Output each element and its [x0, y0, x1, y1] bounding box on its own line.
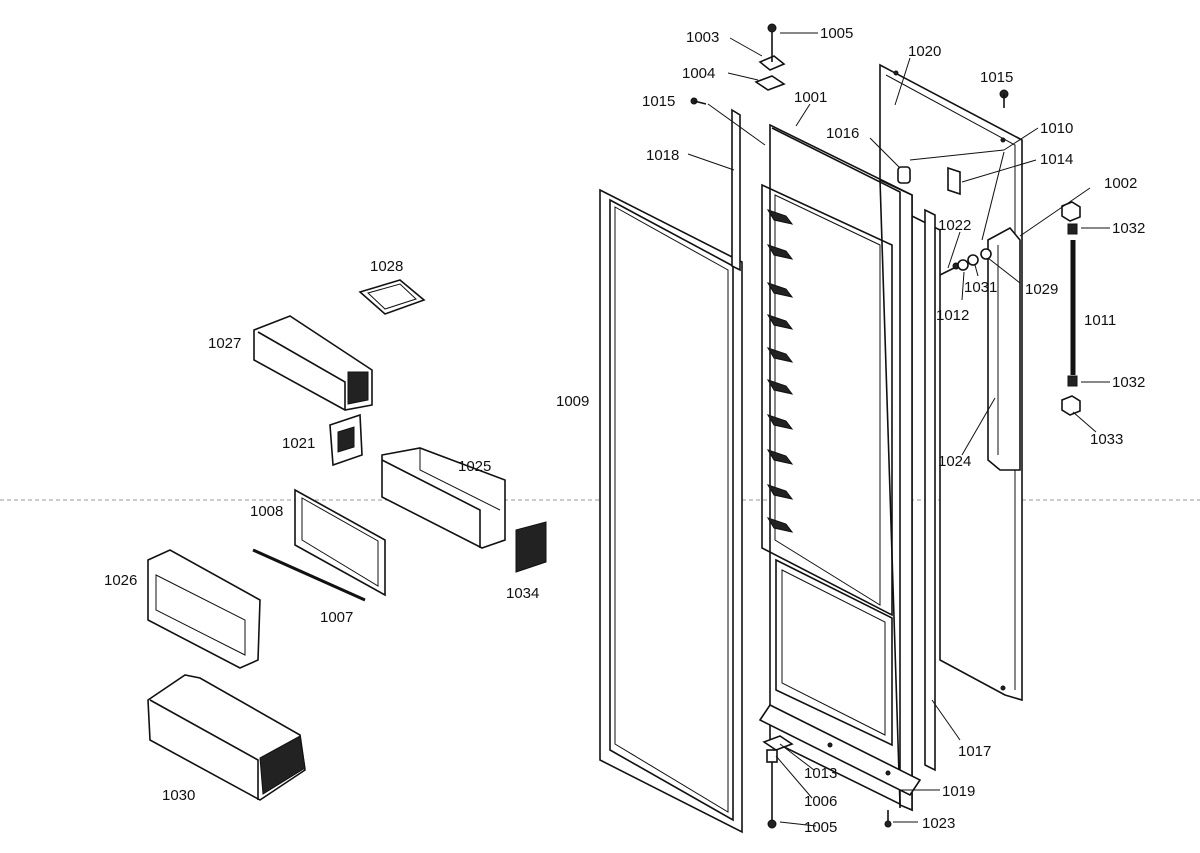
part-1017-side-trim	[924, 208, 936, 772]
label-1021: 1021	[282, 435, 315, 452]
label-1027: 1027	[208, 335, 241, 352]
part-1023-screw	[884, 810, 892, 828]
label-1006: 1006	[804, 793, 837, 810]
part-1008-frame	[294, 488, 386, 597]
label-1004: 1004	[682, 65, 715, 82]
label-1015-left: 1015	[642, 93, 675, 110]
label-1032-top: 1032	[1112, 220, 1145, 237]
part-1033-cap	[1061, 395, 1081, 416]
label-1028: 1028	[370, 258, 403, 275]
part-1019-bottom-bracket	[758, 703, 922, 797]
label-1011: 1011	[1084, 312, 1116, 329]
part-1006-hinge-pin	[766, 749, 778, 763]
label-1017: 1017	[958, 743, 991, 760]
label-1007: 1007	[320, 609, 353, 626]
part-1027-door-bin	[253, 315, 373, 411]
shelf-supports	[766, 209, 794, 533]
label-1016: 1016	[826, 125, 859, 142]
part-1025-box	[381, 447, 506, 549]
label-1005-top: 1005	[820, 25, 853, 42]
label-1029: 1029	[1025, 281, 1058, 298]
label-1030: 1030	[162, 787, 195, 804]
part-1026-drawer-front	[147, 549, 261, 669]
label-1003: 1003	[686, 29, 719, 46]
part-1018-side-strip	[731, 108, 741, 272]
part-1009-gasket-frame	[599, 188, 743, 834]
label-1023: 1023	[922, 815, 955, 832]
part-1001-door-liner	[761, 123, 913, 812]
part-1032-spring-top	[1067, 223, 1078, 235]
label-1014: 1014	[1040, 151, 1073, 168]
part-1024-hinge-rail	[987, 226, 1021, 471]
label-1008: 1008	[250, 503, 283, 520]
part-1015-screw-right	[999, 89, 1009, 108]
label-1005-bottom: 1005	[804, 819, 837, 836]
part-labels: 1003 1004 1005 1015 1001 1020 1015 1018 …	[104, 25, 1145, 836]
label-1010: 1010	[1040, 120, 1073, 137]
part-1002-cap	[1061, 201, 1081, 222]
label-1032-bottom: 1032	[1112, 374, 1145, 391]
label-1013: 1013	[804, 765, 837, 782]
label-1025: 1025	[458, 458, 491, 475]
label-1020: 1020	[908, 43, 941, 60]
label-1001: 1001	[794, 89, 827, 106]
part-1032-spring-bottom	[1067, 375, 1078, 387]
part-1003-top-hinge	[758, 23, 786, 71]
label-1033: 1033	[1090, 431, 1123, 448]
part-1030-large-bin	[147, 674, 306, 801]
label-1018: 1018	[646, 147, 679, 164]
part-1015-screw-left	[690, 97, 707, 105]
part-1004-washer	[754, 75, 786, 91]
part-1012-1031-1029-washers	[957, 248, 992, 271]
part-1034-clip	[515, 521, 547, 573]
label-1012: 1012	[936, 307, 969, 324]
label-1002: 1002	[1104, 175, 1137, 192]
label-1022: 1022	[938, 217, 971, 234]
label-1026: 1026	[104, 572, 137, 589]
label-1034: 1034	[506, 585, 539, 602]
part-1013-hinge-bottom	[762, 735, 794, 751]
leader-lines	[687, 32, 1110, 827]
part-1005-screw-bottom	[767, 762, 777, 829]
label-1015-right: 1015	[980, 69, 1013, 86]
part-1028-small-tray	[358, 279, 426, 315]
label-1031: 1031	[964, 279, 997, 296]
label-1024: 1024	[938, 453, 971, 470]
part-1021-small-bracket	[329, 413, 363, 467]
part-1007-rod	[252, 548, 366, 602]
part-1014-bracket	[947, 166, 961, 196]
label-1009: 1009	[556, 393, 589, 410]
label-1019: 1019	[942, 783, 975, 800]
part-1016-plug	[897, 166, 911, 184]
